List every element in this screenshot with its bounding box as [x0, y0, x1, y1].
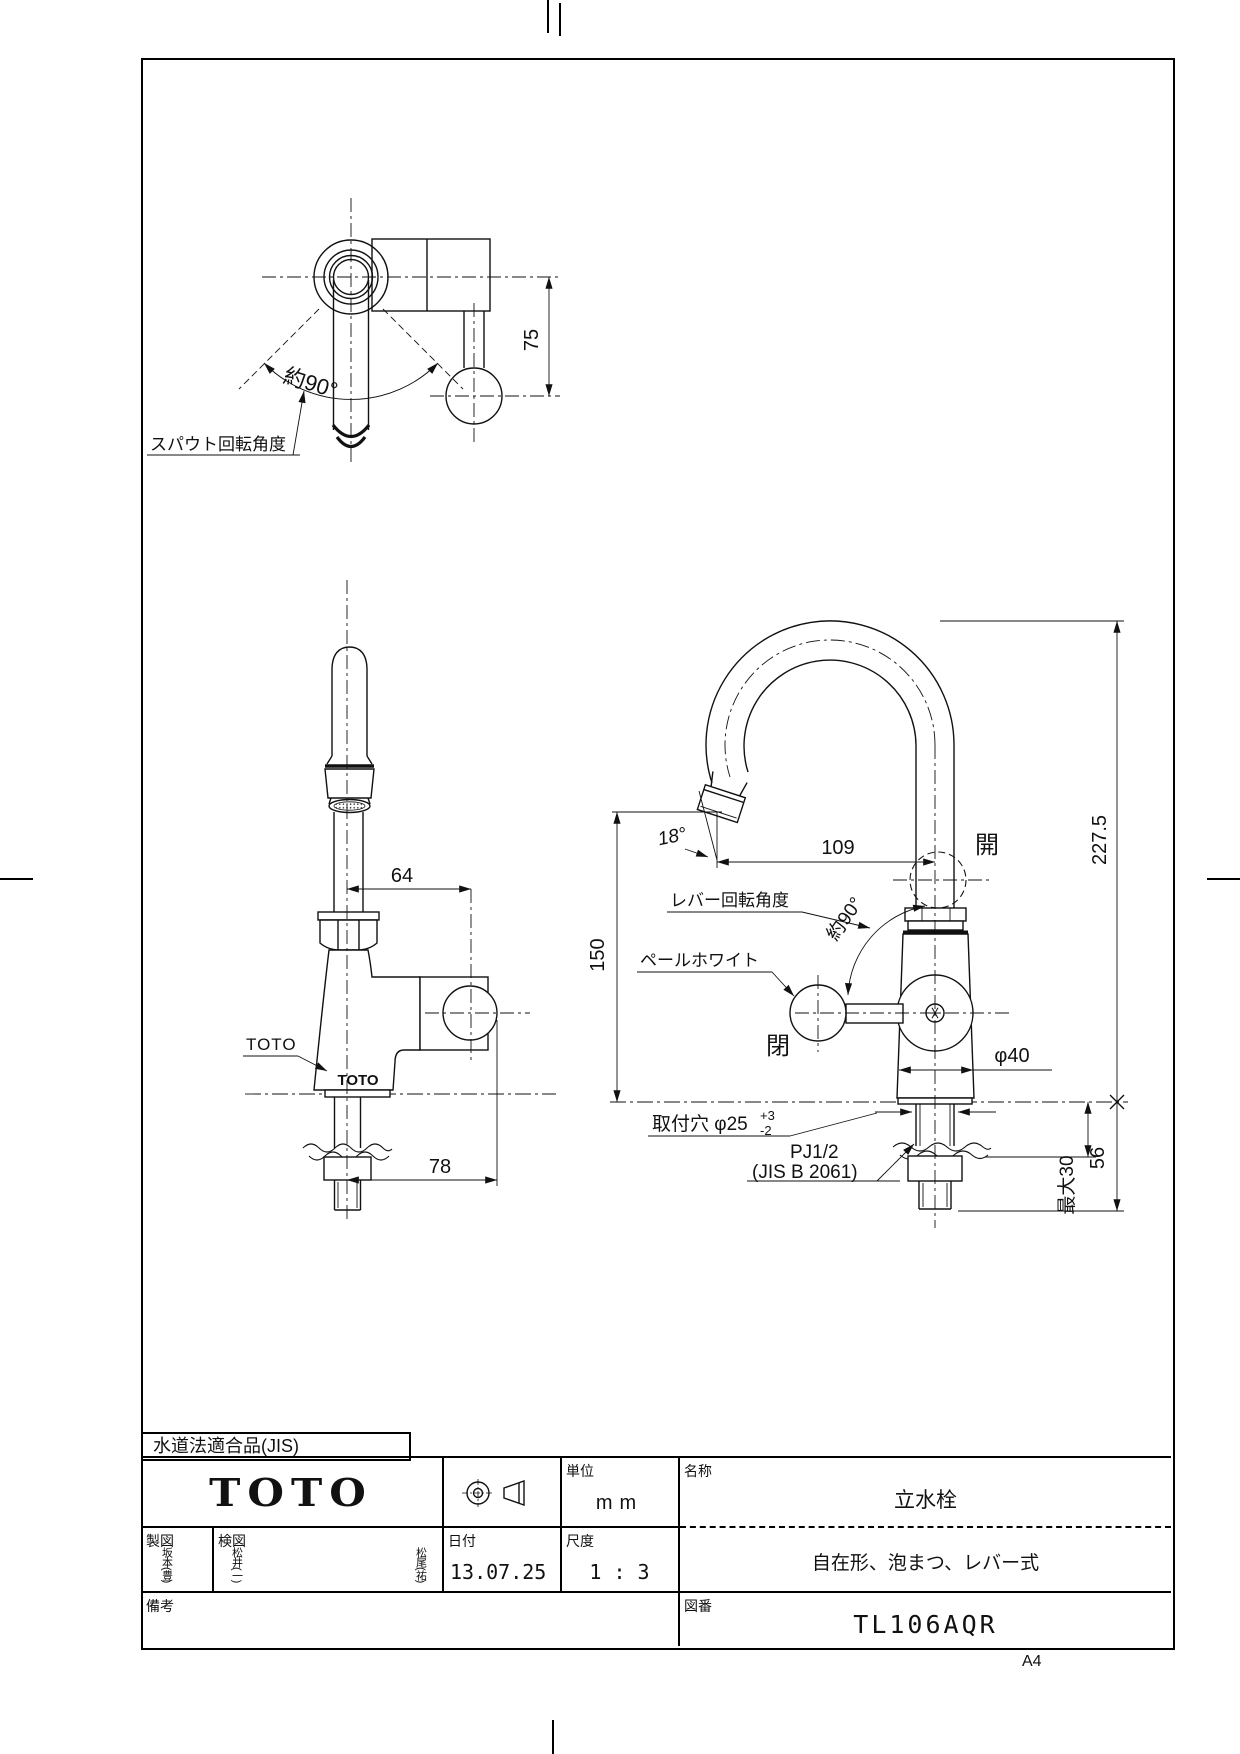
unit-label: 単位	[566, 1463, 594, 1479]
front-mount-hole-tol-lower: -2	[760, 1123, 772, 1138]
titleblock-line	[678, 1458, 680, 1646]
front-view: 18° 109 150 227.5 56 最大30 φ40 開 閉 レバー回転角…	[587, 620, 1128, 1228]
front-close-label: 閉	[766, 1033, 790, 1060]
side-view: 64 78 TOTO TOTO	[243, 580, 556, 1222]
compliance-label: 水道法適合品(JIS)	[141, 1432, 411, 1461]
top-view: 約90° スパウト回転角度 75	[147, 198, 560, 462]
titleblock-line	[141, 1526, 680, 1528]
front-dim-56: 56	[1087, 1147, 1109, 1169]
date-value: 13.07.25	[450, 1560, 547, 1584]
side-toto-logo: TOTO	[337, 1072, 378, 1089]
scale-label: 尺度	[566, 1533, 594, 1549]
titleblock-line	[141, 1456, 1171, 1458]
brand-logo: TOTO	[209, 1469, 373, 1516]
front-dim-max30: 最大30	[1056, 1155, 1078, 1214]
top-dim-75: 75	[521, 329, 543, 351]
side-dim-64: 64	[391, 865, 413, 887]
scale-value: 1 : 3	[589, 1560, 650, 1584]
titleblock-line	[141, 1591, 1171, 1593]
drafting-label: 製図	[146, 1533, 174, 1549]
titleblock-line	[212, 1528, 214, 1591]
checker-signature-2: 松尾(祐)	[414, 1547, 427, 1583]
unit-value: mm	[595, 1492, 644, 1514]
front-dim-18: 18°	[656, 824, 689, 851]
top-spout-rotation-label: スパウト回転角度	[150, 435, 286, 454]
front-thread-label: PJ1/2	[790, 1142, 839, 1163]
product-name: 立水栓	[894, 1489, 957, 1512]
date-label: 日付	[448, 1533, 476, 1549]
front-lever-angle: 約90°	[822, 893, 867, 945]
check-label: 検図	[218, 1533, 246, 1549]
projection-symbol-icon	[462, 1479, 525, 1507]
side-dim-78: 78	[429, 1156, 451, 1178]
name-label: 名称	[684, 1463, 712, 1479]
front-dim-phi40: φ40	[994, 1045, 1029, 1067]
front-mount-hole-label: 取付穴 φ25	[652, 1113, 748, 1135]
drawing-no-label: 図番	[684, 1598, 712, 1614]
side-toto-callout: TOTO	[246, 1035, 297, 1054]
drawing-no: TL106AQR	[853, 1610, 998, 1639]
titleblock-dashed-line	[680, 1526, 1171, 1528]
front-dim-227-5: 227.5	[1089, 815, 1111, 865]
checker-signature-1: 松井(一)	[230, 1547, 243, 1583]
front-thread-standard: (JIS B 2061)	[752, 1162, 858, 1183]
remarks-label: 備考	[146, 1598, 174, 1614]
front-mount-hole-tol-upper: +3	[760, 1108, 775, 1123]
front-dim-150: 150	[587, 938, 609, 971]
front-color-callout: ペールホワイト	[640, 951, 759, 970]
titleblock-line	[442, 1458, 444, 1591]
titleblock-line	[560, 1458, 562, 1591]
front-open-label: 開	[975, 832, 999, 859]
paper-format: A4	[1022, 1653, 1042, 1670]
product-spec: 自在形、泡まつ、レバー式	[811, 1553, 1040, 1574]
sheet-frame	[141, 58, 1175, 1650]
top-rotation-angle: 約90°	[281, 363, 341, 403]
front-lever-rotation-label: レバー回転角度	[670, 891, 789, 910]
drafter-signature: 坂本(豊)	[160, 1547, 173, 1583]
front-dim-109: 109	[821, 837, 854, 859]
